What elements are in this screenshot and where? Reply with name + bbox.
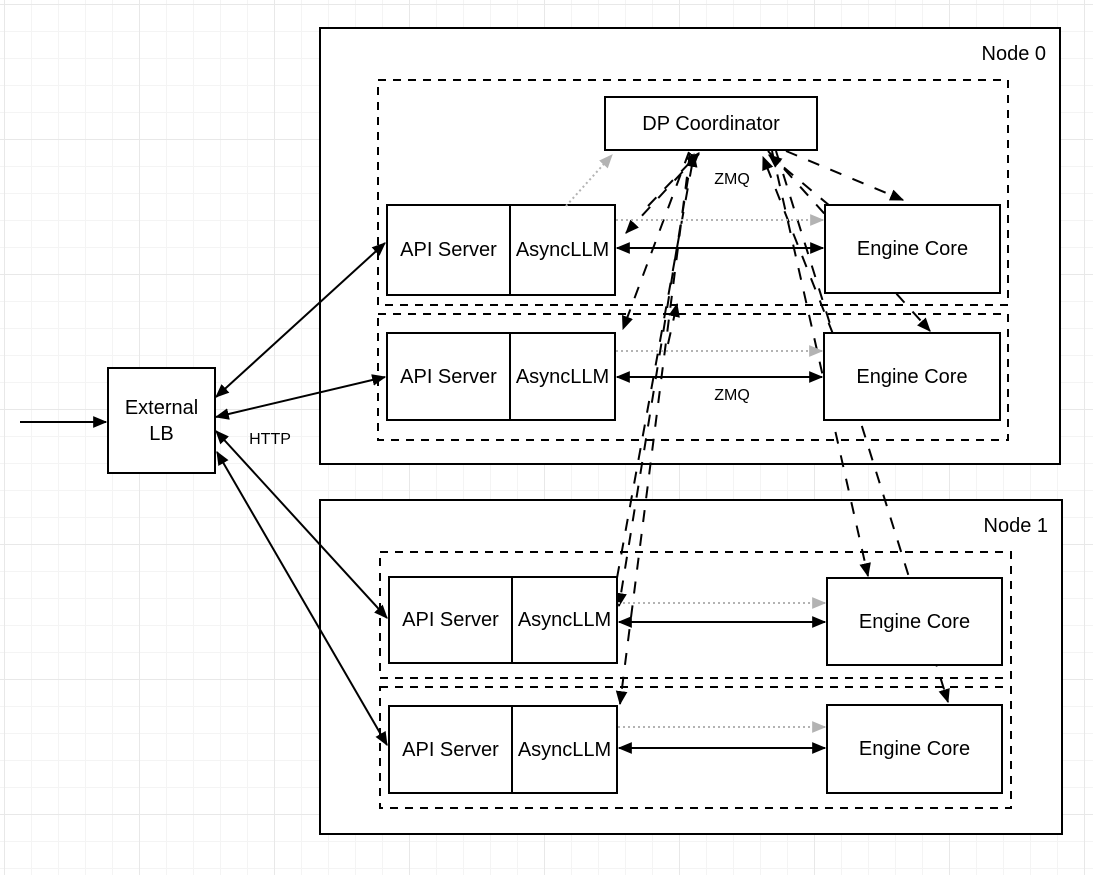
node0-rank0-dashed-group [377,79,1009,306]
edge-lb-to-api-n0r0 [215,242,386,398]
engine-core-box-n1r1 [826,704,1003,794]
external-lb-box [107,367,216,474]
api-asyncllm-box-n0r1 [386,332,616,421]
edge-asyncllm-n0r0-to-coordinator-gray [565,154,613,207]
node1-rank1-dashed-group [379,686,1012,809]
node0-rank1-dashed-group [377,313,1009,441]
edge-lb-to-api-n1r1 [216,450,388,747]
edge-engine-n0r1-to-coordinator [762,155,834,335]
api-asyncllm-box-n1r0 [388,576,618,664]
component-boxes [107,96,1003,794]
engine-core-box-n1r0 [826,577,1003,666]
edge-coordinator-to-asyncllm-n1r1 [615,152,691,706]
edge-coordinator-to-engine-n0r0 [785,150,905,201]
edge-asyncllm-up-arrow [667,302,680,345]
api-asyncllm-box-n0r0 [386,204,616,296]
node1-rank0-dashed-group [379,551,1012,679]
engine-core-box-n0r1 [823,332,1001,421]
solid-links [20,242,827,754]
edge-coordinator-to-asyncllm-n0r0 [625,153,700,234]
edge-lb-to-api-n0r1 [214,374,387,420]
edge-coordinator-to-asyncllm-n0r1 [622,151,690,331]
api-asyncllm-box-n1r1 [388,705,618,794]
dp-coordinator-box [604,96,818,151]
edge-coordinator-to-asyncllm-n1r0 [615,153,693,608]
gray-dotted-links [565,154,827,733]
engine-core-box-n0r0 [824,204,1001,294]
